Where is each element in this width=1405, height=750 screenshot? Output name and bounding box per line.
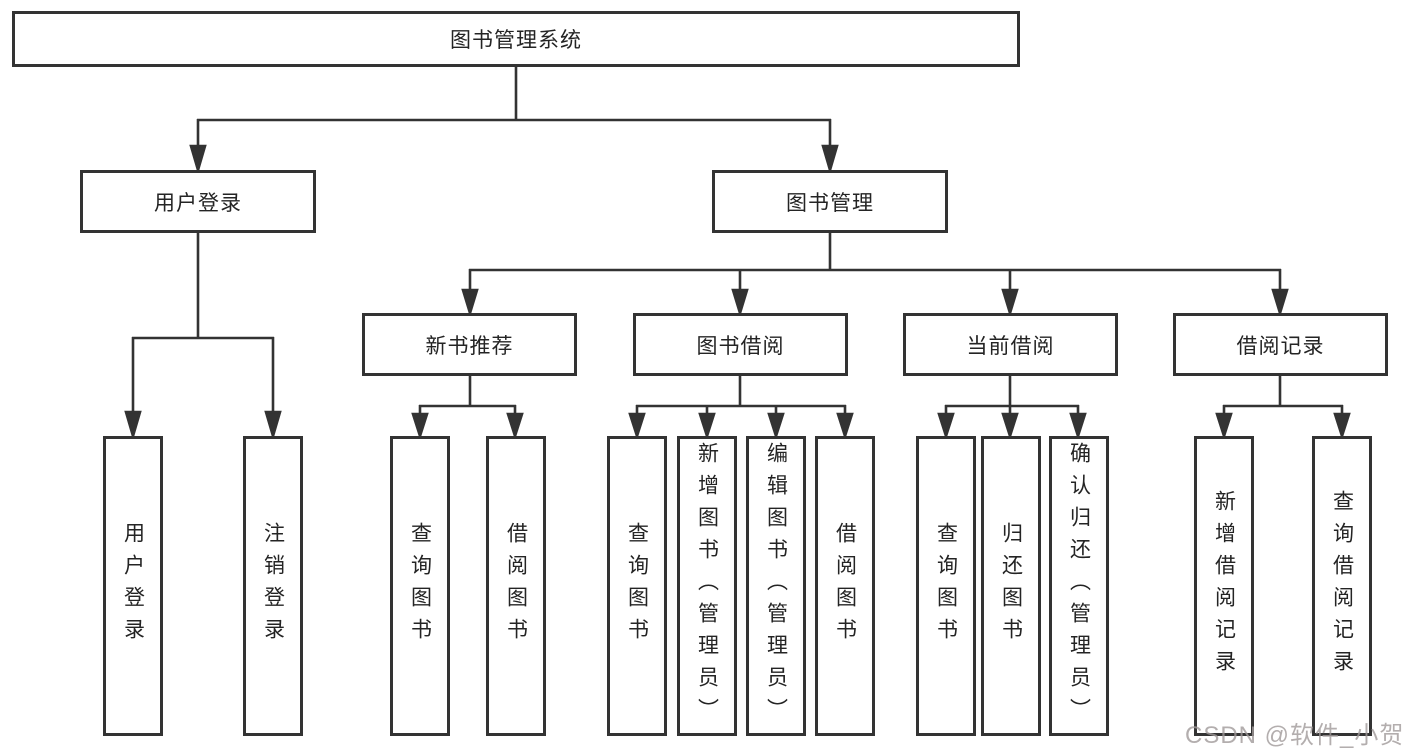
connector-borrowrecords-to-leaves [1215,376,1351,441]
node-root-system: 图书管理系统 [12,11,1020,67]
node-current-borrow-label: 当前借阅 [966,334,1055,358]
node-root-label: 图书管理系统 [450,29,582,52]
connector-root-to-level2 [189,67,839,175]
leaf-newbooks-borrow-books: 借阅图书 [486,436,546,736]
leaf-newbooks-query-books: 查询图书 [390,436,450,736]
leaf-user-login: 用户登录 [103,436,163,736]
node-new-book-recommend: 新书推荐 [362,313,577,376]
leaf-borrow-borrow-books: 借阅图书 [815,436,875,736]
leaf-current-return-books: 归还图书 [981,436,1041,736]
connector-newbooks-to-leaves [411,376,524,441]
connector-bookmgmt-to-level3 [461,233,1289,318]
leaf-records-add-record-label: 新增借阅记录 [1212,490,1236,682]
node-new-book-recommend-label: 新书推荐 [425,334,514,358]
leaf-current-query-books-label: 查询图书 [934,522,958,650]
leaf-borrow-edit-books-admin: 编辑图书（管理员） [746,436,806,736]
leaf-current-return-books-label: 归还图书 [999,522,1023,650]
leaf-borrow-borrow-books-label: 借阅图书 [833,522,857,650]
leaf-current-confirm-return-admin-label: 确认归还（管理员） [1067,442,1091,730]
leaf-user-logout-label: 注销登录 [261,522,285,650]
leaf-borrow-add-books-admin: 新增图书（管理员） [677,436,737,736]
csdn-watermark: CSDN @软件_小贺同学 [1185,722,1405,749]
leaf-borrow-query-books-label: 查询图书 [625,522,649,650]
node-borrow-records: 借阅记录 [1173,313,1388,376]
connector-userlogin-to-leaves [124,233,282,441]
connector-currentborrow-to-leaves [937,376,1087,441]
leaf-borrow-query-books: 查询图书 [607,436,667,736]
leaf-current-query-books: 查询图书 [916,436,976,736]
node-book-management-label: 图书管理 [786,191,874,215]
leaf-user-logout: 注销登录 [243,436,303,736]
leaf-newbooks-borrow-books-label: 借阅图书 [504,522,528,650]
node-user-login: 用户登录 [80,170,316,233]
leaf-user-login-label: 用户登录 [121,522,145,650]
connector-bookborrow-to-leaves [628,376,854,441]
leaf-records-query-record-label: 查询借阅记录 [1330,490,1354,682]
leaf-borrow-add-books-admin-label: 新增图书（管理员） [695,442,719,730]
node-borrow-records-label: 借阅记录 [1236,334,1325,358]
leaf-current-confirm-return-admin: 确认归还（管理员） [1049,436,1109,736]
node-book-borrow-label: 图书借阅 [696,334,785,358]
node-current-borrow: 当前借阅 [903,313,1118,376]
node-book-borrow: 图书借阅 [633,313,848,376]
leaf-records-query-record: 查询借阅记录 [1312,436,1372,736]
leaf-records-add-record: 新增借阅记录 [1194,436,1254,736]
leaf-newbooks-query-books-label: 查询图书 [408,522,432,650]
leaf-borrow-edit-books-admin-label: 编辑图书（管理员） [764,442,788,730]
node-book-management: 图书管理 [712,170,948,233]
node-user-login-label: 用户登录 [154,191,242,215]
